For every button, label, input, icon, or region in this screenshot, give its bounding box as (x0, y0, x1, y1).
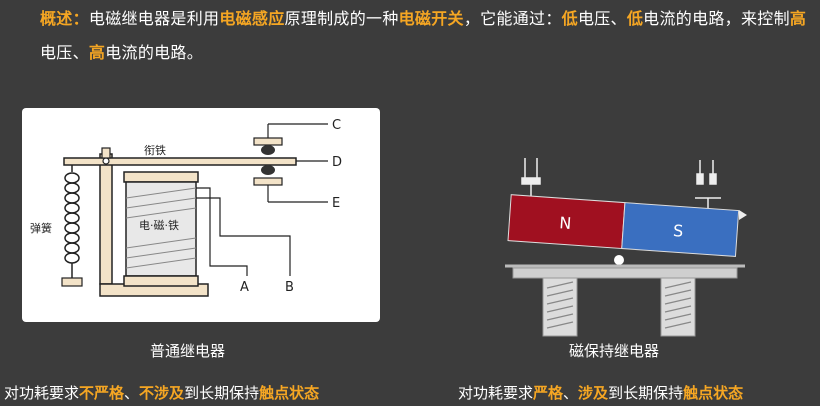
left-caption: 普通继电器 (150, 342, 226, 360)
intro-text: 电流的电路。 (105, 43, 204, 62)
pivot-block (101, 147, 111, 159)
ordinary-relay-panel: 衔铁 弹簧 电·磁·铁 (22, 108, 380, 322)
bottom-text: 对功耗要求 (4, 384, 80, 402)
bottom-text: 到长期保持 (608, 384, 684, 402)
intro-highlight: 低 (626, 9, 644, 28)
terminal-a-label: A (240, 280, 249, 295)
left-coil-icon (542, 277, 578, 337)
north-label: N (559, 213, 572, 233)
coil-bottom-plate (123, 275, 199, 287)
armature (63, 157, 297, 166)
spring-icon (64, 172, 80, 264)
contact-c-icon (261, 145, 275, 155)
south-label: S (672, 221, 683, 241)
south-pole (621, 202, 740, 258)
bottom-highlight: 触点状态 (259, 384, 320, 402)
electromagnet-coil (125, 181, 197, 277)
intro-highlight: 高 (88, 43, 106, 62)
coil-top-plate (123, 171, 199, 183)
spring-label: 弹簧 (30, 221, 52, 235)
right-contact-icon (695, 160, 721, 210)
bottom-text: 对功耗要求 (458, 384, 534, 402)
bottom-highlight: 触点状态 (683, 384, 744, 402)
intro-highlight: 电磁感应 (219, 9, 285, 28)
frame-post (99, 153, 113, 285)
magnetic-latching-relay-diagram: N S (505, 158, 747, 337)
intro-label: 概述： (40, 9, 89, 28)
terminal-c-label: C (332, 118, 341, 133)
intro-paragraph: 概述：电磁继电器是利用电磁感应原理制成的一种电磁开关，它能通过：低电压、低电流的… (40, 2, 820, 70)
bottom-text: 到长期保持 (184, 384, 260, 402)
bottom-highlight: 不严格 (79, 384, 125, 402)
bottom-left-text: 对功耗要求不严格、不涉及到长期保持触点状态 (4, 382, 319, 403)
intro-highlight: 低 (561, 9, 578, 28)
intro-text: 电压、 (40, 43, 89, 62)
intro-text: 原理制成的一种 (284, 9, 399, 28)
terminal-e-label: E (332, 196, 340, 211)
pointer-icon (739, 210, 747, 220)
electromagnet-label: 电·磁·铁 (139, 219, 179, 232)
left-contact-icon (521, 158, 541, 200)
right-coil-icon (660, 277, 696, 337)
pivot-icon (614, 255, 624, 265)
contact-c-plate (253, 137, 283, 146)
intro-highlight: 电磁开关 (398, 9, 464, 28)
terminal-d-label: D (332, 155, 342, 170)
intro-text: 电压、 (577, 9, 627, 28)
armature-label: 衔铁 (144, 144, 166, 157)
contact-d-icon (261, 165, 275, 175)
magnetic-latching-relay-panel: N S (495, 150, 760, 340)
bottom-text: 、 (124, 384, 140, 402)
bottom-highlight: 涉及 (578, 384, 609, 402)
bottom-text: 、 (563, 384, 579, 402)
pivot-icon (102, 157, 110, 165)
contact-e-plate (253, 177, 283, 186)
base-plate (512, 267, 738, 279)
bottom-highlight: 不涉及 (139, 384, 185, 402)
intro-text: 电磁继电器是利用 (88, 9, 220, 28)
terminal-b-label: B (285, 280, 294, 295)
bottom-right-text: 对功耗要求严格、涉及到长期保持触点状态 (458, 382, 743, 403)
ordinary-relay-diagram: 衔铁 弹簧 电·磁·铁 (30, 118, 342, 297)
right-caption: 磁保持继电器 (569, 342, 660, 360)
intro-highlight: 高 (789, 9, 807, 28)
intro-text: 电流的电路，来控制 (643, 9, 790, 28)
bottom-highlight: 严格 (533, 384, 564, 402)
intro-text: ，它能通过： (463, 9, 562, 28)
